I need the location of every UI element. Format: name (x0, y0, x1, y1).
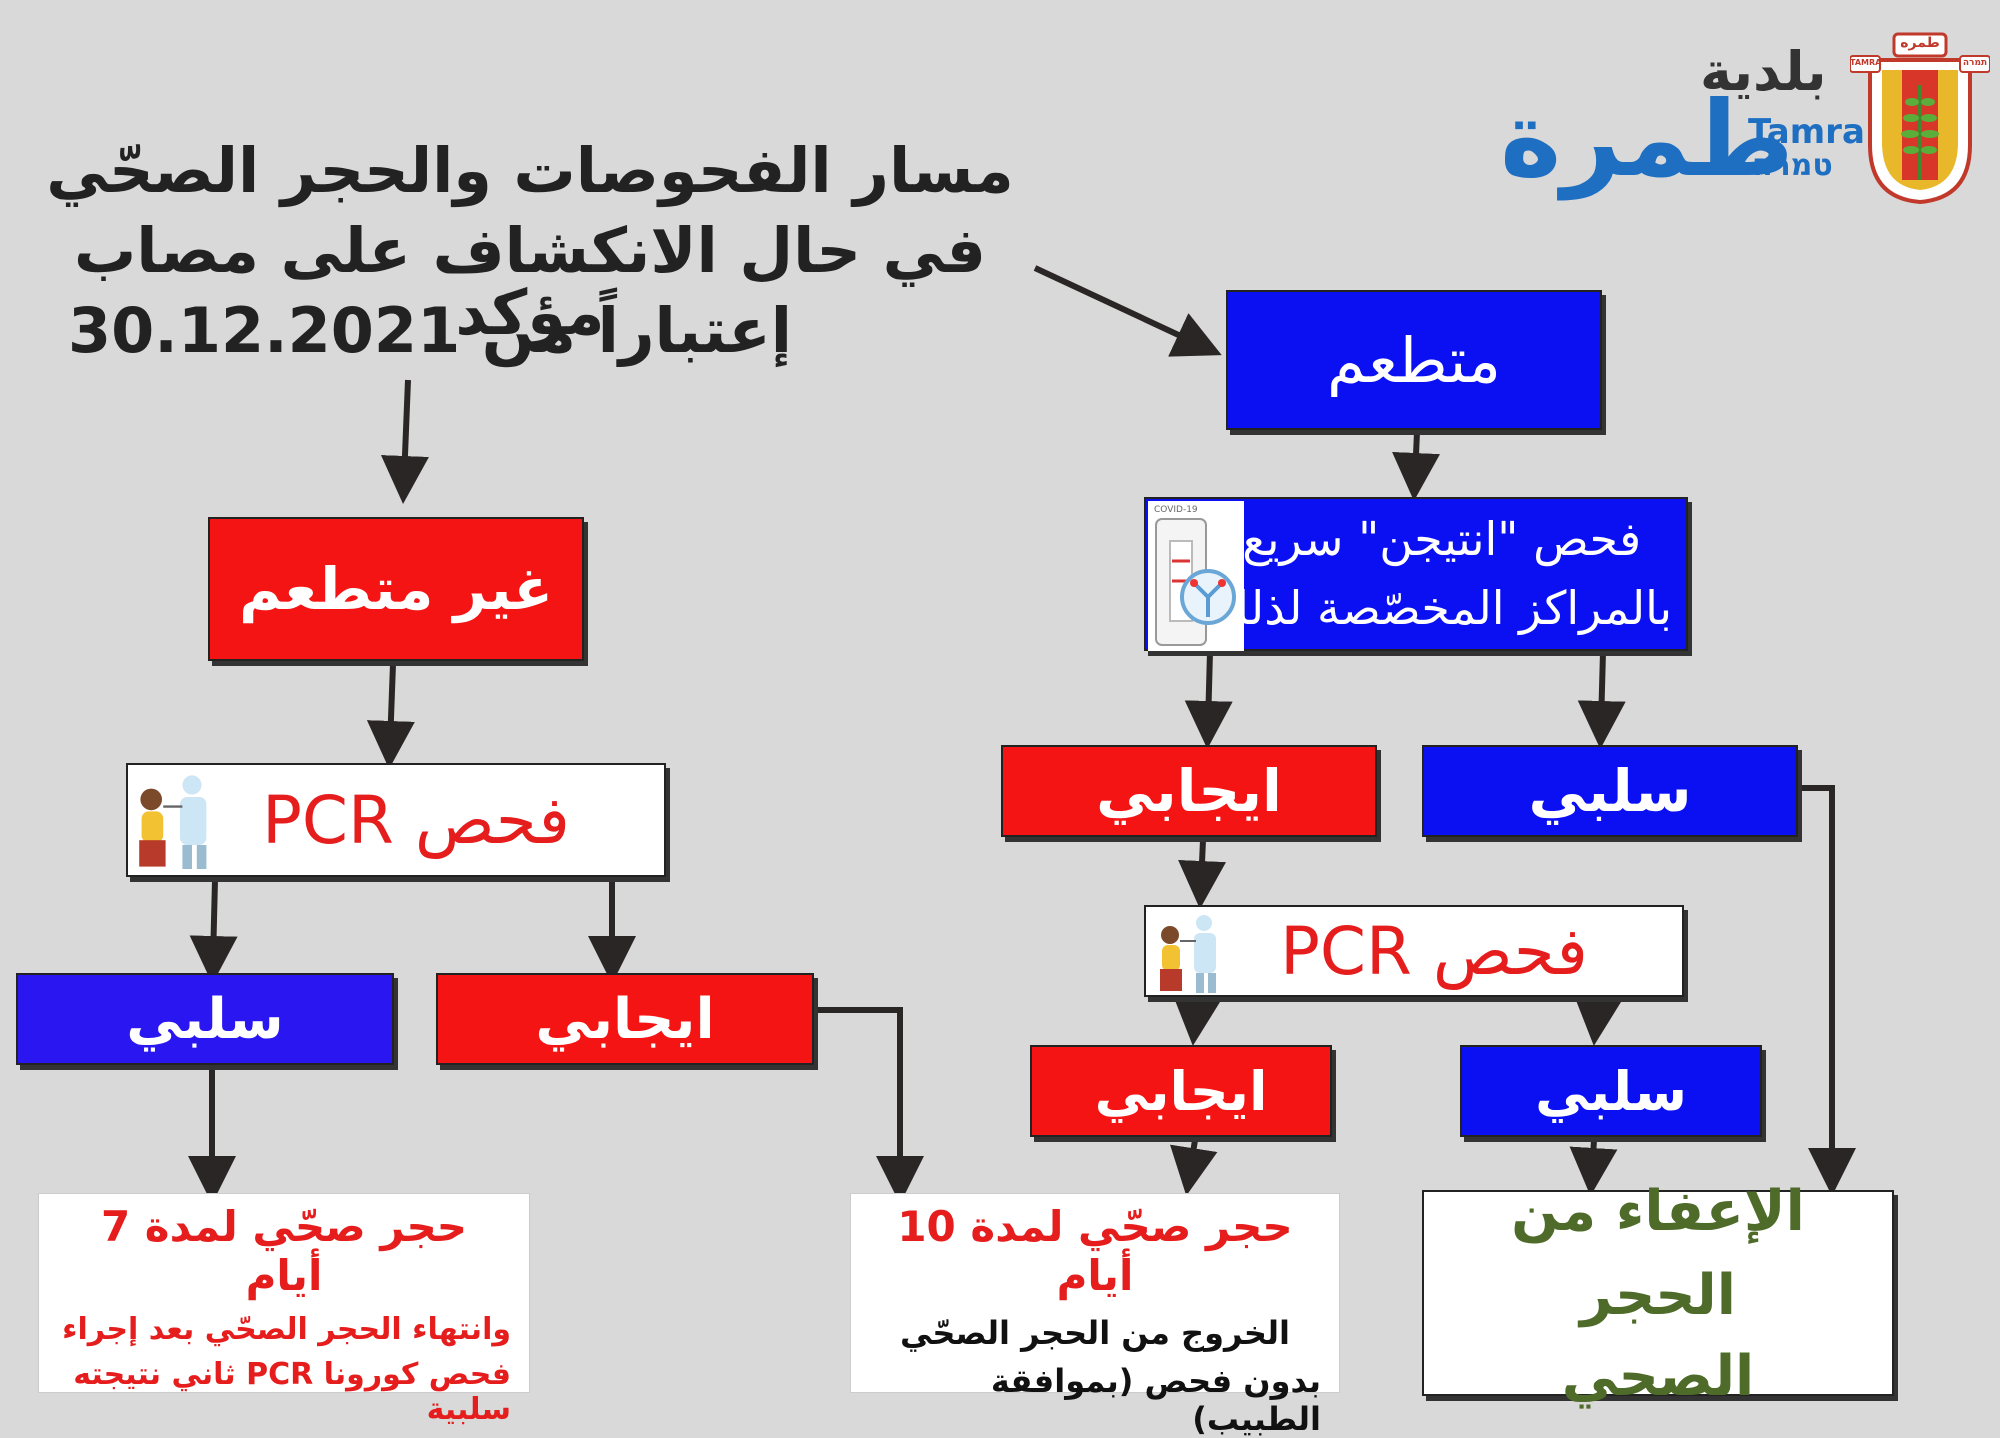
unvaccinated-box: غير متطعم (208, 517, 584, 661)
vaccinated-pcr-box: فحص PCR (1144, 905, 1684, 997)
unvaccinated-negative-box: سلبي (16, 973, 394, 1065)
antigen-test-text: فحص "انتيجن" سريع بالمراكز المخصّصة لذلك (1211, 505, 1686, 643)
logo-baladiya: بلدية (1700, 40, 1827, 103)
unvaccinated-positive-box: ايجابي (436, 973, 814, 1065)
vaccinated-positive-label: ايجابي (1096, 757, 1282, 825)
title-line-3: إعتباراً من 30.12.2021 (67, 294, 793, 367)
antigen-test-box: COVID-19 فحص "انتيجن" سريع بالمراكز المخ… (1144, 497, 1688, 651)
logo-tamra-hebrew: טמרה (1752, 148, 1833, 183)
quarantine-10-line-1: الخروج من الحجر الصحّي (900, 1314, 1290, 1352)
exemption-line-2: الصحي (1561, 1343, 1755, 1409)
vaccinated-negative-box: سلبي (1422, 745, 1798, 837)
quarantine-7-line-2: فحص كورونا PCR ثاني نتيجته سلبية (73, 1357, 511, 1427)
unvaccinated-pcr-label: فحص PCR (262, 781, 570, 859)
covid-test-icon-label: COVID-19 (1154, 505, 1198, 515)
pcr-positive-box: ايجابي (1030, 1045, 1332, 1137)
pcr-swab-icon (1160, 915, 1216, 993)
vaccinated-pcr-label: فحص PCR (1280, 912, 1588, 990)
unvaccinated-positive-label: ايجابي (535, 986, 715, 1052)
title-line-2: في حال الانكشاف على مصاب مؤكد (73, 214, 987, 349)
vaccinated-label: متطعم (1327, 323, 1501, 397)
quarantine-10-title: حجر صحّي لمدة 10 أيام (897, 1202, 1293, 1300)
vaccinated-positive-box: ايجابي (1001, 745, 1377, 837)
quarantine-7-line-1: وانتهاء الحجر الصحّي بعد إجراء (62, 1312, 511, 1347)
logo-tamra-arabic: طمرة (1500, 78, 1794, 200)
antigen-test-line-1: فحص "انتيجن" سريع (1242, 512, 1642, 566)
pcr-positive-label: ايجابي (1094, 1059, 1268, 1123)
pcr-negative-label: سلبي (1535, 1059, 1687, 1123)
vaccinated-box: متطعم (1226, 290, 1602, 430)
seal-right-text: תמרה (1962, 58, 1988, 68)
unvaccinated-negative-label: سلبي (126, 986, 284, 1052)
title-line-1: مسار الفحوصات والحجر الصحّي (46, 134, 1014, 207)
unvaccinated-pcr-box: فحص PCR (126, 763, 666, 877)
quarantine-10-days-box: حجر صحّي لمدة 10 أيام الخروج من الحجر ال… (850, 1193, 1340, 1438)
unvaccinated-label: غير متطعم (239, 555, 553, 623)
exemption-box: الإعفاء من الحجر الصحي (1422, 1179, 1894, 1409)
logo-tamra-english: Tamra (1748, 112, 1865, 152)
antigen-test-line-2: بالمراكز المخصّصة لذلك (1211, 581, 1672, 635)
quarantine-10-line-2: بدون فحص (بموافقة الطبيب) (990, 1362, 1321, 1438)
pcr-swab-icon (139, 775, 207, 869)
exemption-line-1: الإعفاء من الحجر (1511, 1178, 1805, 1328)
covid-test-icon: COVID-19 (1148, 501, 1244, 651)
quarantine-7-title: حجر صحّي لمدة 7 أيام (100, 1202, 468, 1300)
quarantine-7-days-box: حجر صحّي لمدة 7 أيام وانتهاء الحجر الصحّ… (38, 1193, 530, 1427)
seal-top-text: طمره (1900, 35, 1940, 51)
seal-icon: طمره TAMRA תמרה (1849, 30, 1991, 205)
pcr-negative-box: سلبي (1460, 1045, 1762, 1137)
municipality-logo: بلدية طمرة Tamra טמרה طمره TAMRA תמרה (1490, 30, 1991, 220)
vaccinated-negative-label: سلبي (1528, 757, 1692, 825)
seal-left-text: TAMRA (1850, 58, 1882, 67)
